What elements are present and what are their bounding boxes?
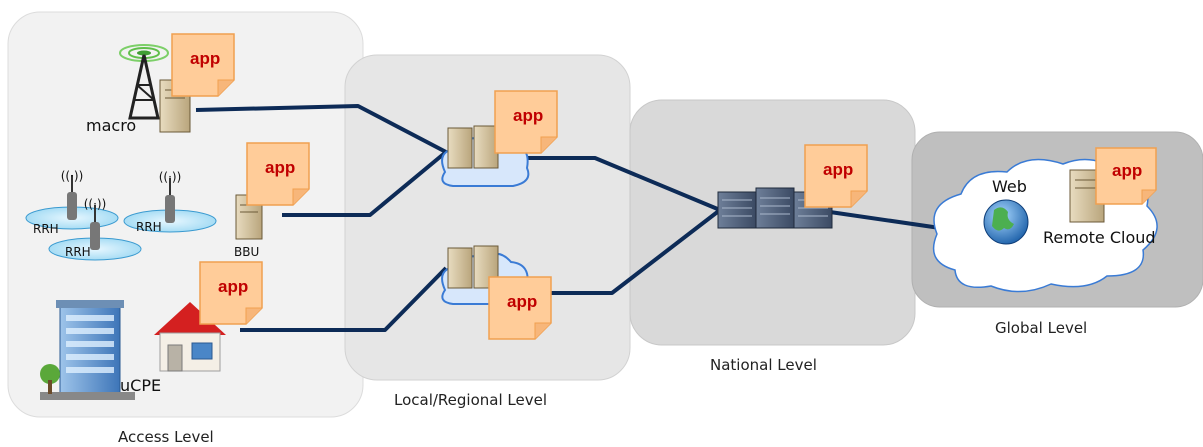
app-note-remote: app [1095,147,1157,205]
national-level-label: National Level [710,356,817,374]
rrh-label-2: RRH [136,220,162,234]
app-note-bbu: app [246,142,310,206]
regional-servers-top-icon [447,125,499,169]
svg-text:((·)): ((·)) [84,197,107,211]
link-national-global [829,210,941,230]
rrh-disc-2: ((·)) [123,170,217,233]
svg-text:app: app [507,292,537,311]
link-bbu-regional [282,150,448,217]
macro-label: macro [86,116,136,135]
svg-text:app: app [190,49,220,68]
svg-text:((·)): ((·)) [159,170,182,184]
globe-icon [983,199,1029,245]
building-icon [40,300,135,400]
app-note-national: app [804,144,868,208]
national-datacenter-icon [717,187,833,229]
link-regional-national-bottom [545,208,722,295]
link-regional-national-top [505,156,721,212]
remote-cloud-label: Remote Cloud [1043,228,1156,247]
app-note-ucpe: app [199,261,263,325]
rrh-label-3: RRH [65,245,91,259]
svg-text:app: app [265,158,295,177]
svg-text:app: app [218,277,248,296]
global-level-label: Global Level [995,319,1087,337]
app-note-regional-bottom: app [488,276,552,340]
access-level-label: Access Level [118,428,214,446]
rrh-label-1: RRH [33,222,59,236]
ucpe-label: uCPE [120,376,161,395]
link-ucpe-regional [240,266,448,332]
svg-text:app: app [823,160,853,179]
regional-level-label: Local/Regional Level [394,391,547,409]
app-note-macro: app [171,33,235,97]
link-macro-regional [195,104,447,154]
svg-text:app: app [513,106,543,125]
web-label: Web [992,177,1027,196]
regional-level-panel [344,54,631,381]
bbu-label: BBU [234,245,259,259]
svg-text:app: app [1112,161,1142,180]
app-note-regional-top: app [494,90,558,154]
house-icon [154,302,226,372]
macro-tower-icon [119,44,169,120]
network-links [195,104,941,332]
rrh-disc-3: ((·)) [48,197,142,261]
regional-servers-bottom-icon [447,245,499,289]
svg-text:((·)): ((·)) [61,169,84,183]
